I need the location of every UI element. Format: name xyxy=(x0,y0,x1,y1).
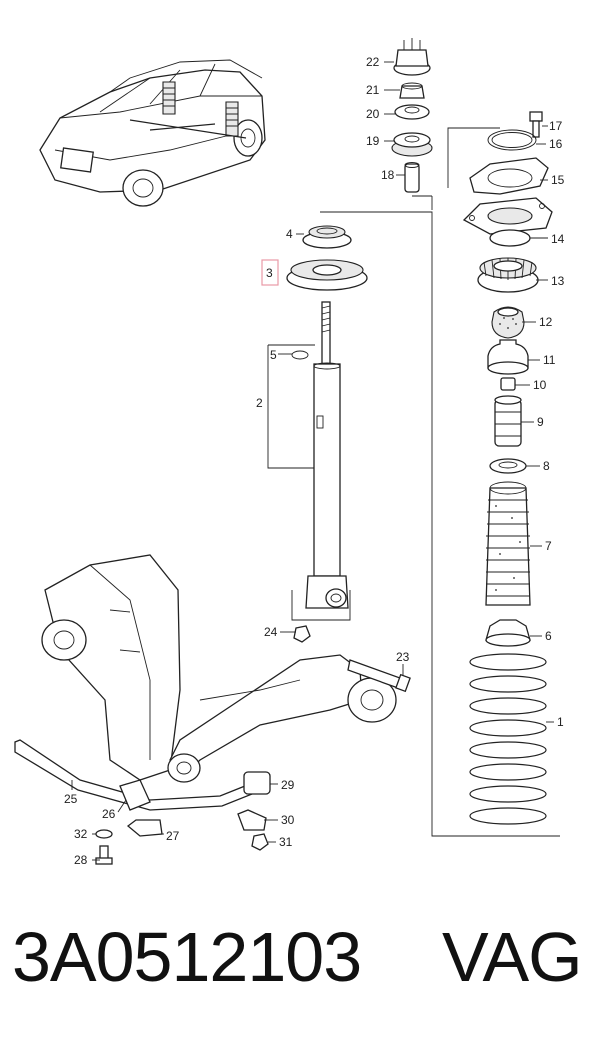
label-21: 21 xyxy=(366,83,380,97)
label-10: 10 xyxy=(533,378,547,392)
exploded-suspension-diagram: 22 21 20 19 18 17 16 15 14 13 12 11 10 9… xyxy=(14,38,565,867)
label-25: 25 xyxy=(64,792,78,806)
label-30: 30 xyxy=(281,813,295,827)
label-23: 23 xyxy=(396,650,410,664)
part-3-strut-mount xyxy=(286,259,368,291)
part-23-bolt xyxy=(347,659,411,693)
label-12: 12 xyxy=(539,315,553,329)
part-13-spring-seat xyxy=(477,257,539,293)
label-17: 17 xyxy=(549,119,563,133)
label-3-highlight-box xyxy=(261,259,279,286)
part-labels: 22 21 20 19 18 17 16 15 14 13 12 11 10 9… xyxy=(64,55,565,867)
label-29: 29 xyxy=(281,778,295,792)
label-28: 28 xyxy=(74,853,88,867)
part-14-mount xyxy=(462,197,553,247)
part-1-coil-spring xyxy=(469,653,547,825)
part-4-top-cap xyxy=(302,225,352,249)
label-7: 7 xyxy=(545,539,552,553)
label-5: 5 xyxy=(270,348,277,362)
shock-absorber xyxy=(305,301,349,609)
part-19-bearing xyxy=(391,132,433,157)
assembly-lines xyxy=(267,127,560,837)
part-24-nut xyxy=(293,625,311,643)
part-7-boot xyxy=(485,481,531,606)
label-15: 15 xyxy=(551,173,565,187)
part-10-bushing xyxy=(500,377,516,391)
label-31: 31 xyxy=(279,835,293,849)
part-31-nut xyxy=(251,833,269,851)
part-30-bracket xyxy=(237,809,267,831)
label-6: 6 xyxy=(545,629,552,643)
label-16: 16 xyxy=(549,137,563,151)
part-27-bracket xyxy=(126,819,163,837)
label-8: 8 xyxy=(543,459,550,473)
label-4: 4 xyxy=(286,227,293,241)
label-9: 9 xyxy=(537,415,544,429)
part-22-nut xyxy=(393,38,431,76)
leader-lines xyxy=(71,61,554,861)
part-8-washer xyxy=(489,458,527,474)
label-20: 20 xyxy=(366,107,380,121)
part-29-bushing xyxy=(243,771,271,795)
label-2: 2 xyxy=(256,396,263,410)
part-16-ring xyxy=(487,129,537,151)
label-22: 22 xyxy=(366,55,380,69)
label-18: 18 xyxy=(381,168,395,182)
label-1: 1 xyxy=(557,715,564,729)
label-14: 14 xyxy=(551,232,565,246)
part-18-sleeve xyxy=(404,162,420,193)
part-20-washer xyxy=(394,104,430,120)
part-6-spring-seat xyxy=(485,619,531,647)
part-15-gasket xyxy=(469,157,549,195)
label-26: 26 xyxy=(102,807,116,821)
part-17-bolt xyxy=(529,111,543,138)
label-32: 32 xyxy=(74,827,88,841)
label-3: 3 xyxy=(266,266,273,280)
part-21-nut xyxy=(399,82,425,99)
part-12-bump-stop xyxy=(491,306,525,339)
wishbone-arm xyxy=(167,654,397,783)
part-11-cap xyxy=(487,339,529,375)
subframe xyxy=(41,554,181,781)
part-5-ring xyxy=(291,350,309,360)
part-28-bolt xyxy=(95,845,113,865)
label-11: 11 xyxy=(543,353,556,367)
label-24: 24 xyxy=(264,625,278,639)
label-19: 19 xyxy=(366,134,380,148)
part-number-caption: 3A0512103 xyxy=(12,918,362,996)
part-26-clamp xyxy=(119,779,151,811)
part-32-washer xyxy=(95,829,113,839)
label-27: 27 xyxy=(166,829,180,843)
label-13: 13 xyxy=(551,274,565,288)
brand-caption: VAG xyxy=(442,918,583,996)
car-illustration xyxy=(39,59,266,207)
part-9-buffer xyxy=(494,395,522,447)
